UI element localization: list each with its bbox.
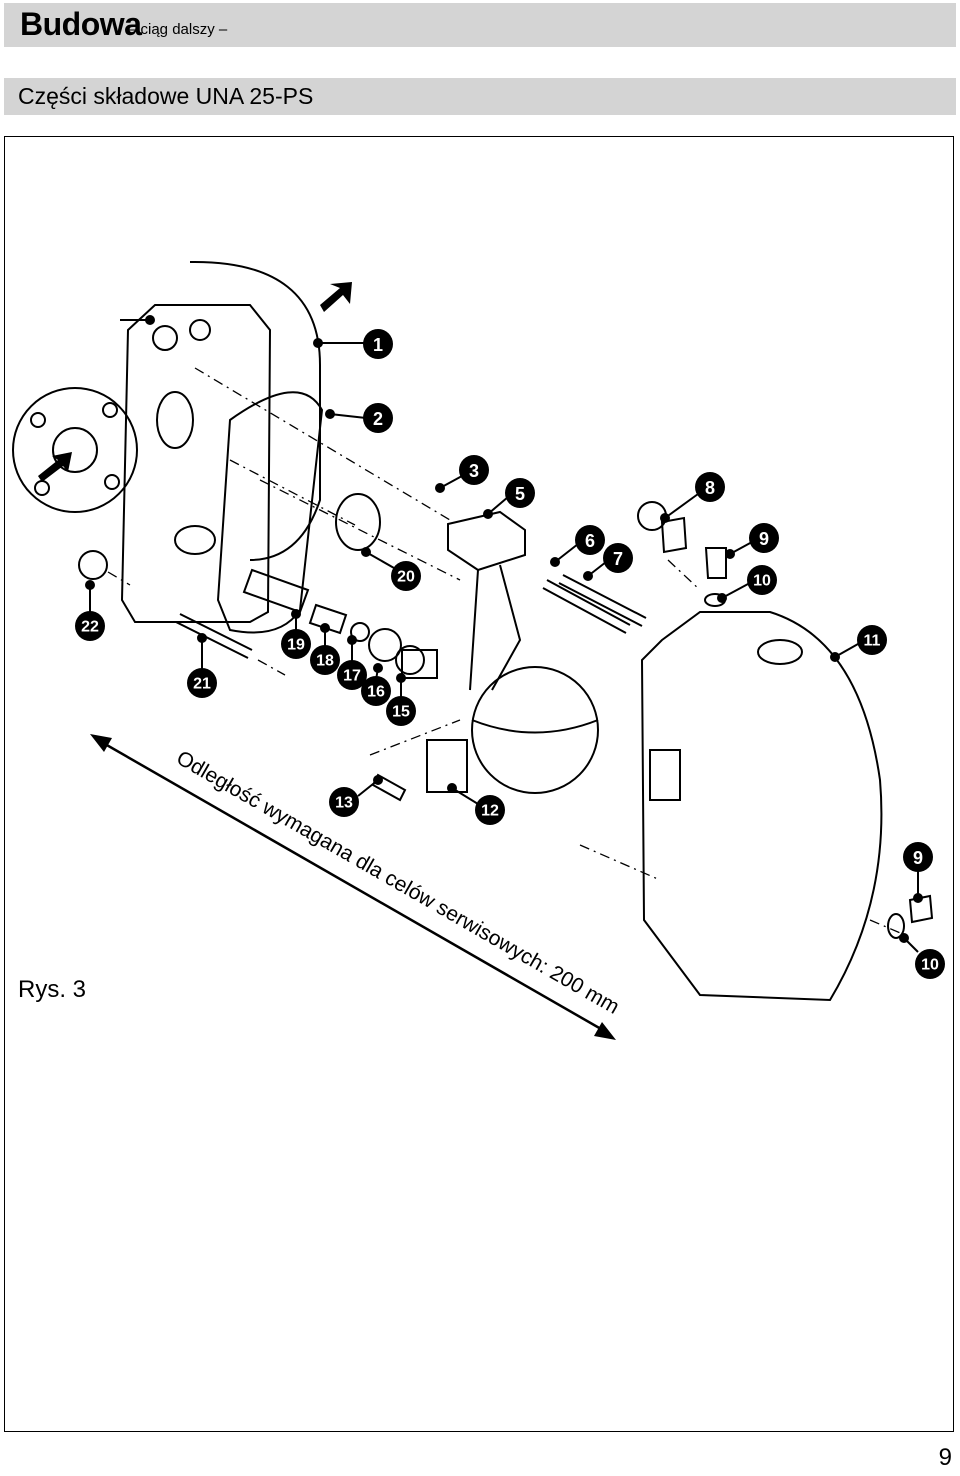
inlet-arrow (38, 452, 72, 482)
svg-text:8: 8 (705, 478, 715, 498)
svg-text:5: 5 (515, 484, 525, 504)
callout-15: 15 (386, 696, 416, 726)
outlet-flange (189, 260, 321, 561)
svg-text:18: 18 (316, 653, 334, 670)
callout-18: 18 (310, 645, 340, 675)
service-distance-label: Odległość wymagana dla celów serwisowych… (173, 746, 624, 1018)
svg-text:15: 15 (392, 704, 410, 721)
svg-text:19: 19 (287, 637, 305, 654)
svg-text:10: 10 (753, 573, 771, 590)
callout-2: 2 (363, 403, 393, 433)
svg-text:9: 9 (759, 529, 769, 549)
callout-21: 21 (187, 668, 217, 698)
callout-22: 22 (75, 611, 105, 641)
assembly-lines (107, 367, 906, 936)
svg-text:22: 22 (81, 619, 99, 636)
svg-text:17: 17 (343, 668, 361, 685)
callout-10: 10 (747, 565, 777, 595)
float-ball (471, 666, 599, 794)
callout-20: 20 (391, 561, 421, 591)
svg-text:16: 16 (367, 684, 385, 701)
outlet-arrow (320, 282, 352, 312)
section-header: Budowa – ciąg dalszy – (4, 3, 956, 47)
callout-6: 6 (575, 525, 605, 555)
callout-9: 9 (749, 523, 779, 553)
svg-text:3: 3 (469, 461, 479, 481)
svg-text:21: 21 (193, 676, 211, 693)
figure-frame (4, 136, 954, 1432)
service-distance-arrow (90, 734, 616, 1040)
svg-text:1: 1 (373, 335, 383, 355)
svg-text:6: 6 (585, 531, 595, 551)
callout-11: 11 (857, 625, 887, 655)
section-continued: – ciąg dalszy – (128, 21, 228, 38)
section-title: Budowa (20, 6, 142, 42)
page-number: 9 (938, 1444, 952, 1471)
callout-17: 17 (337, 660, 367, 690)
leader-dots (85, 315, 923, 943)
svg-text:2: 2 (373, 409, 383, 429)
callout-8: 8 (695, 472, 725, 502)
part-20-shape (335, 493, 381, 551)
trap-body (120, 304, 272, 623)
inlet-flange (12, 387, 138, 513)
svg-text:11: 11 (864, 633, 881, 650)
svg-text:12: 12 (481, 803, 499, 820)
callout-13: 13 (329, 787, 359, 817)
callout-1: 1 (363, 329, 393, 359)
subsection-title: Części składowe UNA 25-PS (18, 83, 314, 109)
regulator-block (447, 510, 526, 572)
svg-text:20: 20 (397, 569, 415, 586)
subsection-header: Części składowe UNA 25-PS (4, 78, 956, 115)
svg-text:13: 13 (335, 795, 353, 812)
callout-7: 7 (603, 543, 633, 573)
callout-3: 3 (459, 455, 489, 485)
figure-label: Rys. 3 (18, 976, 87, 1003)
callout-12: 12 (475, 795, 505, 825)
callout-9-lower: 9 (903, 842, 933, 872)
svg-text:9: 9 (913, 848, 923, 868)
leader-lines (89, 319, 919, 953)
trap-cover (640, 611, 883, 1002)
svg-text:7: 7 (613, 549, 623, 569)
callout-5: 5 (505, 478, 535, 508)
svg-text:10: 10 (921, 957, 939, 974)
callout-16: 16 (361, 676, 391, 706)
callout-10-lower: 10 (915, 949, 945, 979)
callout-19: 19 (281, 629, 311, 659)
drawing-lines (12, 260, 934, 1002)
strainer (242, 568, 310, 614)
flow-arrows (38, 282, 352, 482)
